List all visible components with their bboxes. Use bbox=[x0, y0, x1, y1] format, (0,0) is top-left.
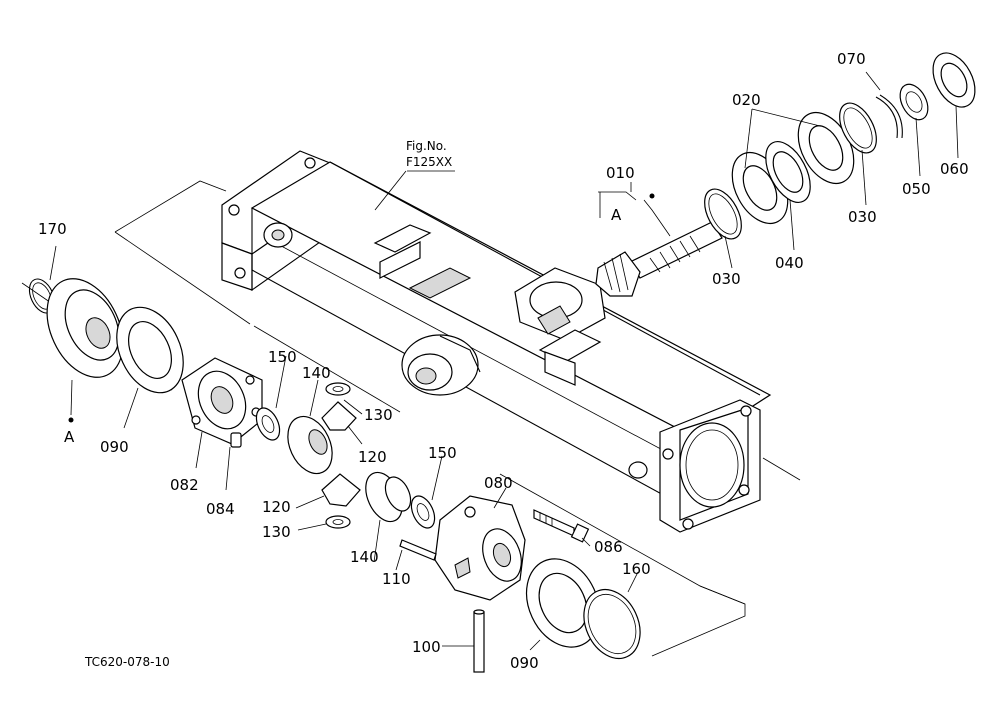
washer-130-lower bbox=[325, 515, 351, 529]
part-label-030-lower: 030 bbox=[712, 270, 741, 288]
part-label-082: 082 bbox=[170, 476, 199, 494]
part-label-140-lower: 140 bbox=[350, 548, 379, 566]
leader-lines bbox=[49, 71, 959, 651]
circlip-070 bbox=[879, 94, 903, 139]
ref-mark-a-top: A bbox=[611, 206, 622, 224]
axle-housing bbox=[221, 150, 772, 533]
part-label-030-upper: 030 bbox=[848, 208, 877, 226]
side-gear-140-upper bbox=[287, 415, 333, 475]
pin-084 bbox=[230, 432, 242, 448]
bolt-086 bbox=[533, 509, 590, 543]
part-label-050: 050 bbox=[902, 180, 931, 198]
part-label-150-left: 150 bbox=[268, 348, 297, 366]
pinion-bearing-stack bbox=[704, 52, 976, 240]
part-label-120-upper: 120 bbox=[358, 448, 387, 466]
drawing-code: TC620-078-10 bbox=[84, 655, 170, 669]
o-ring-160 bbox=[583, 588, 641, 660]
shaft-100 bbox=[473, 611, 485, 673]
snap-ring-030-upper bbox=[839, 102, 877, 154]
pin-110 bbox=[399, 539, 437, 561]
part-label-110: 110 bbox=[382, 570, 411, 588]
pinion-gear-120-upper bbox=[321, 401, 357, 431]
fig-no-label: Fig.No. bbox=[406, 139, 447, 153]
part-label-120-lower: 120 bbox=[262, 498, 291, 516]
nut-050 bbox=[899, 83, 929, 121]
ref-mark-a-left: A bbox=[64, 428, 75, 446]
part-label-160: 160 bbox=[622, 560, 651, 578]
part-label-020: 020 bbox=[732, 91, 761, 109]
part-label-130-lower: 130 bbox=[262, 523, 291, 541]
part-label-170: 170 bbox=[38, 220, 67, 238]
left-side-parts bbox=[28, 278, 263, 448]
washer-130-upper bbox=[325, 382, 351, 396]
snap-ring-030-lower bbox=[704, 188, 742, 240]
differential-gears bbox=[255, 382, 436, 529]
part-label-084: 084 bbox=[206, 500, 235, 518]
part-label-010: 010 bbox=[606, 164, 635, 182]
reference-dots bbox=[68, 193, 655, 423]
part-label-100: 100 bbox=[412, 638, 441, 656]
part-label-130-upper: 130 bbox=[364, 406, 393, 424]
part-label-086: 086 bbox=[594, 538, 623, 556]
right-parts bbox=[399, 495, 641, 673]
part-label-060: 060 bbox=[940, 160, 969, 178]
fig-no-value: F125XX bbox=[406, 155, 452, 169]
part-label-140-upper: 140 bbox=[302, 364, 331, 382]
part-label-150-right: 150 bbox=[428, 444, 457, 462]
part-label-090-left: 090 bbox=[100, 438, 129, 456]
part-label-090-right: 090 bbox=[510, 654, 539, 672]
washer-150-left bbox=[255, 407, 281, 441]
washer-150-right bbox=[410, 495, 436, 529]
labels: Fig.No. F125XX 010 A 020 070 030 040 030… bbox=[38, 50, 969, 672]
pinion-gear-120-lower bbox=[321, 473, 361, 507]
part-label-070: 070 bbox=[837, 50, 866, 68]
part-label-080: 080 bbox=[484, 474, 513, 492]
part-label-040: 040 bbox=[775, 254, 804, 272]
pinion-shaft-010 bbox=[595, 221, 723, 297]
